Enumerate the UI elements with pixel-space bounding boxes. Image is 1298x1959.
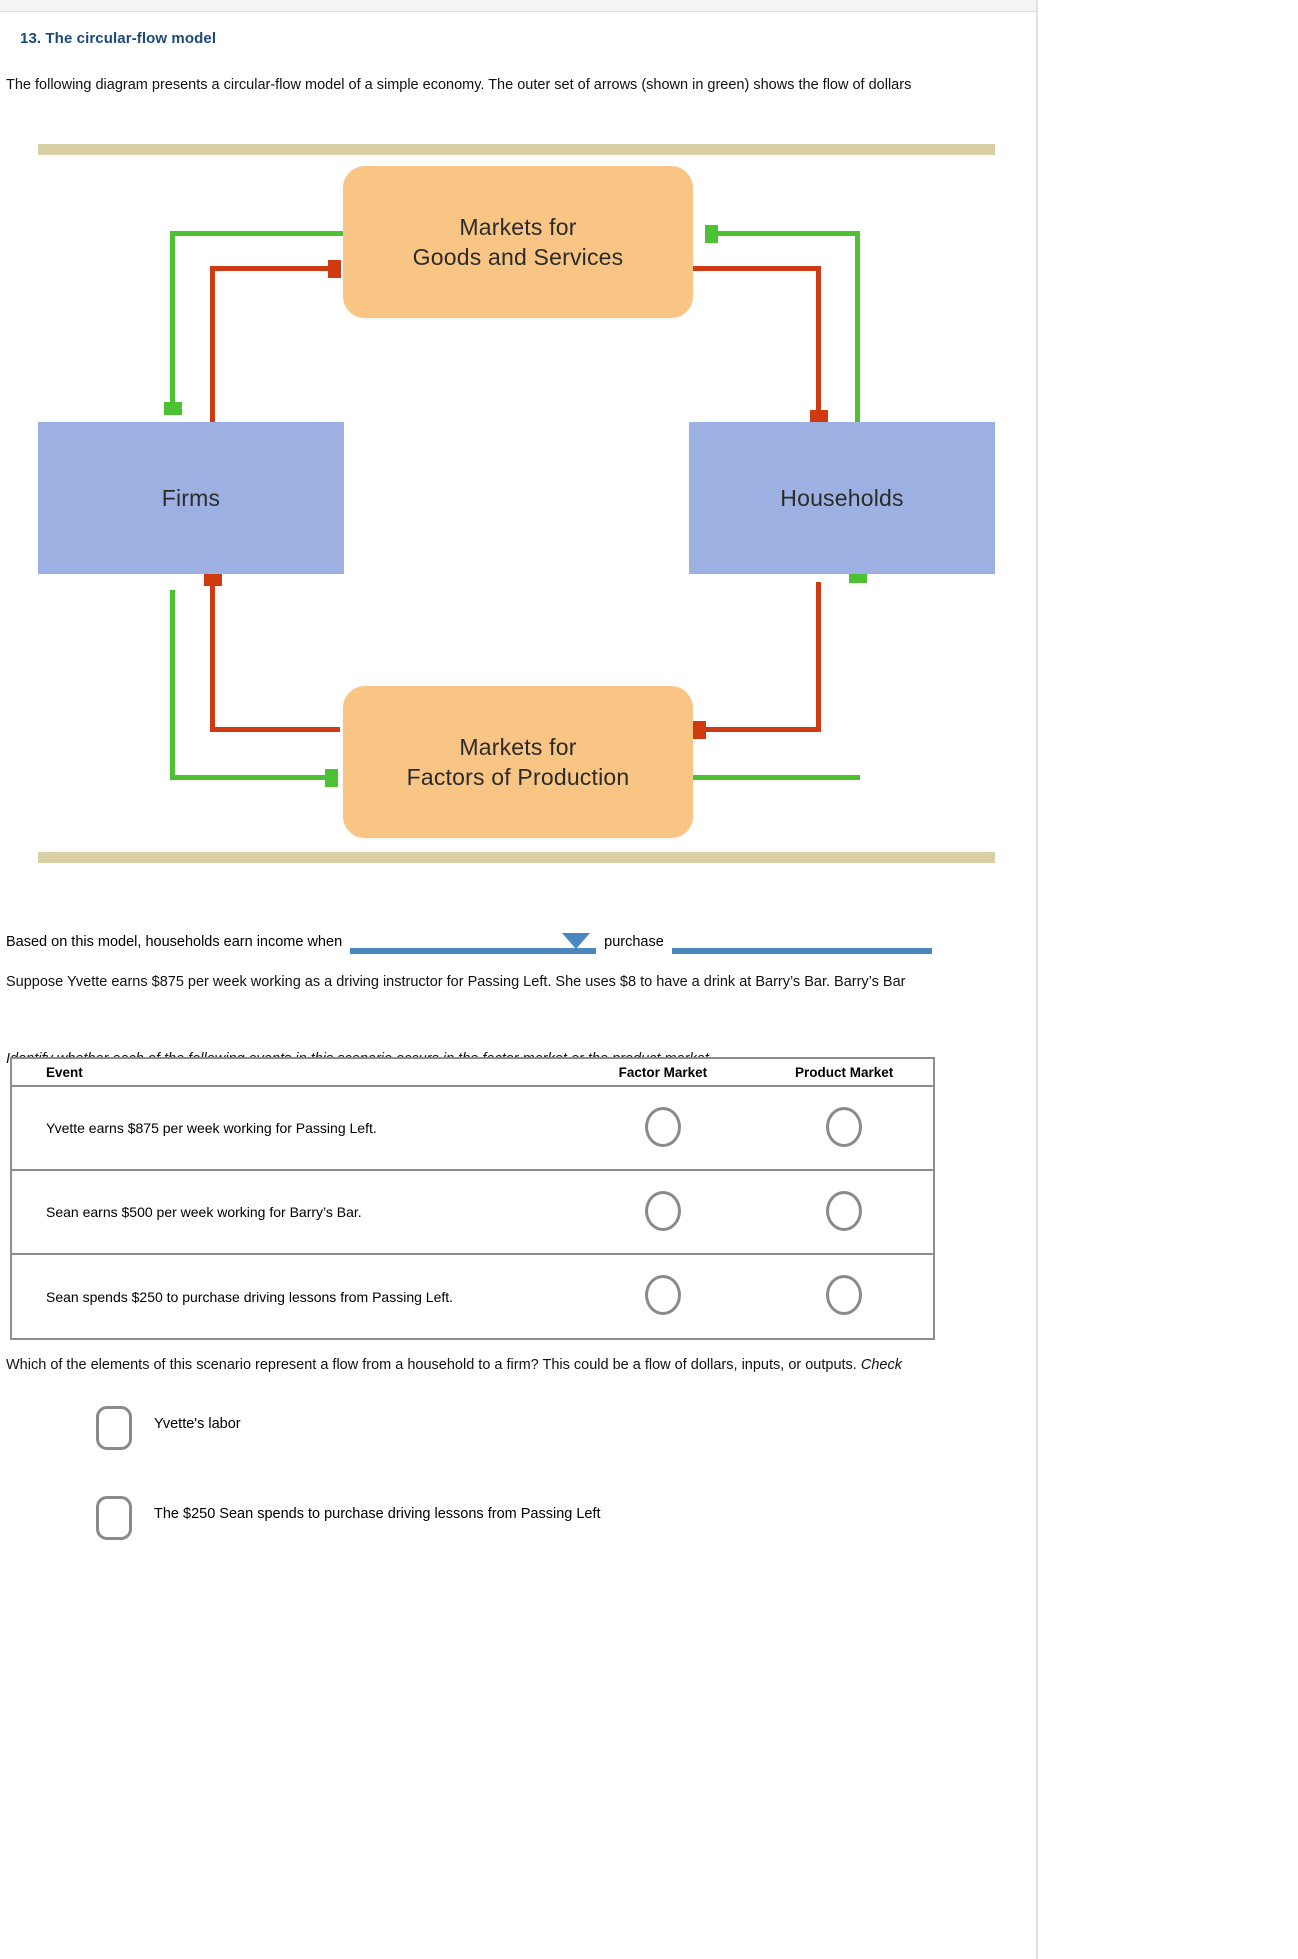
- radio-factor-market-row-3[interactable]: [644, 1275, 681, 1315]
- column-header-product-market: Product Market: [755, 1059, 933, 1087]
- green-arrowhead-into-factor-market: [325, 769, 338, 787]
- households-label: Households: [780, 485, 904, 511]
- dropdown-1-underline: [350, 948, 597, 954]
- diagram-node-firms: Firms: [38, 422, 344, 574]
- dropdown-select-2[interactable]: [671, 926, 932, 954]
- green-arrow-firms-to-factor-market: [170, 775, 328, 780]
- green-arrow-goods-market-to-firms-horizontal: [170, 231, 345, 236]
- radio-factor-market-row-2[interactable]: [644, 1190, 681, 1231]
- diagram-bottom-band: [38, 852, 995, 863]
- choice-label-2: The $250 Sean spends to purchase driving…: [154, 1506, 601, 1522]
- green-arrow-right-vertical: [855, 231, 860, 581]
- radio-product-market-row-3[interactable]: [826, 1275, 863, 1315]
- fill-sentence-lead: Based on this model, households earn inc…: [6, 934, 343, 950]
- red-arrow-right-vertical-upper: [816, 266, 821, 421]
- product-market-cell-1: [755, 1086, 933, 1171]
- table-header-row: Event Factor Market Product Market: [12, 1059, 933, 1087]
- red-arrow-left-vertical-lower: [210, 582, 215, 732]
- red-arrow-left-vertical-upper: [210, 266, 215, 426]
- table-row: Sean earns $500 per week working for Bar…: [12, 1170, 933, 1255]
- table-row: Sean spends $250 to purchase driving les…: [12, 1254, 933, 1338]
- green-arrow-left-vertical-upper: [170, 231, 175, 411]
- diagram-node-goods-market: Markets for Goods and Services: [343, 166, 693, 318]
- dropdown-2-underline: [671, 948, 932, 954]
- checkbox-sean-driving-lessons[interactable]: [96, 1496, 132, 1540]
- market-classification-table: Event Factor Market Product Market Yvett…: [10, 1057, 935, 1340]
- factor-market-cell-1: [570, 1086, 756, 1171]
- diagram-top-band: [38, 144, 995, 155]
- scenario-paragraph: Suppose Yvette earns $875 per week worki…: [6, 974, 906, 990]
- checkbox-yvettes-labor[interactable]: [96, 1406, 132, 1450]
- dropdown-select-1[interactable]: [350, 926, 597, 954]
- red-arrow-goods-market-to-households: [693, 266, 820, 271]
- browser-top-strip: [0, 0, 1036, 12]
- product-market-cell-2: [755, 1170, 933, 1255]
- which-prompt-text: Which of the elements of this scenario r…: [6, 1357, 861, 1373]
- table-row: Yvette earns $875 per week working for P…: [12, 1086, 933, 1171]
- firms-label: Firms: [161, 485, 221, 511]
- red-arrowhead-down-households: [810, 410, 828, 423]
- diagram-node-factor-market: Markets for Factors of Production: [343, 686, 693, 838]
- event-cell-2: Sean earns $500 per week working for Bar…: [12, 1170, 571, 1255]
- green-arrow-households-to-factor-market: [693, 775, 860, 780]
- radio-factor-market-row-1[interactable]: [644, 1106, 681, 1147]
- which-elements-prompt: Which of the elements of this scenario r…: [6, 1355, 902, 1375]
- diagram-node-households: Households: [689, 422, 995, 574]
- column-header-event: Event: [12, 1059, 571, 1087]
- choice-row-1[interactable]: Yvette's labor: [96, 1406, 241, 1450]
- red-arrowhead-into-goods-market: [328, 260, 341, 278]
- green-arrow-left-vertical-lower: [170, 590, 175, 775]
- choice-row-2[interactable]: The $250 Sean spends to purchase driving…: [96, 1496, 601, 1540]
- red-arrowhead-up-firms: [204, 573, 222, 586]
- column-header-factor-market: Factor Market: [570, 1059, 756, 1087]
- red-arrow-firms-to-goods-market: [210, 266, 330, 271]
- fill-sentence-middle: purchase: [604, 934, 664, 950]
- event-cell-3: Sean spends $250 to purchase driving les…: [46, 1288, 454, 1305]
- factor-market-cell-3: [571, 1254, 756, 1338]
- red-arrow-right-vertical-lower: [816, 582, 821, 727]
- event-cell-1: Yvette earns $875 per week working for P…: [12, 1086, 571, 1171]
- factor-market-label: Markets for Factors of Production: [406, 734, 630, 790]
- goods-market-label: Markets for Goods and Services: [412, 214, 624, 270]
- radio-product-market-row-2[interactable]: [826, 1190, 863, 1231]
- page-right-rule: [1036, 0, 1038, 1959]
- product-market-cell-3: [755, 1254, 933, 1338]
- radio-product-market-row-1[interactable]: [826, 1106, 863, 1147]
- red-arrow-households-to-factor-market: [706, 727, 821, 732]
- factor-market-cell-2: [570, 1170, 756, 1255]
- red-arrowhead-into-factor-market: [693, 721, 706, 739]
- circular-flow-diagram: Markets for Goods and Services Markets f…: [0, 130, 1036, 890]
- red-arrow-factor-market-to-firms: [210, 727, 340, 732]
- choice-label-1: Yvette's labor: [154, 1416, 241, 1432]
- fill-in-sentence: Based on this model, households earn inc…: [6, 920, 1036, 954]
- which-prompt-emphasis: Check: [860, 1357, 902, 1373]
- green-arrow-households-to-goods-market: [718, 231, 860, 236]
- chevron-down-icon: [562, 933, 591, 949]
- intro-paragraph: The following diagram presents a circula…: [6, 77, 912, 93]
- page-title: 13. The circular-flow model: [20, 30, 217, 47]
- green-arrowhead-down-firms: [164, 402, 182, 415]
- green-arrowhead-into-goods-market: [705, 225, 718, 243]
